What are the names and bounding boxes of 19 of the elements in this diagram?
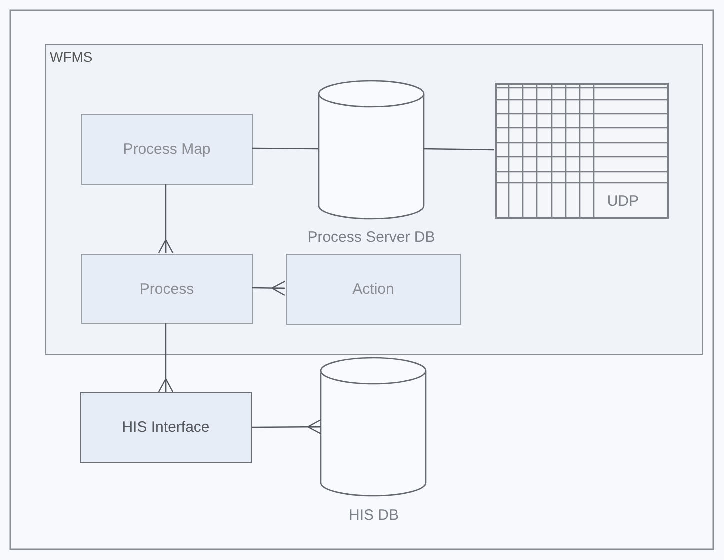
connector-line [423, 148, 494, 151]
box-label: Process [140, 280, 194, 298]
system-boundary [45, 44, 703, 355]
table-label: UDP [607, 193, 639, 210]
crows-foot-connector [158, 323, 174, 393]
box-label: Process Map [123, 141, 211, 158]
crows-foot-connector [158, 184, 174, 254]
box-label: HIS Interface [122, 419, 210, 436]
container-title: WFMS [50, 49, 93, 65]
entity-box [286, 254, 461, 325]
database-label: Process Server DB [306, 229, 436, 246]
box-label: Action [352, 281, 394, 298]
interface-box [80, 392, 252, 463]
crows-foot-connector [252, 419, 322, 435]
database-label: HIS DB [348, 507, 400, 524]
entity-box [81, 254, 253, 324]
entity-box [81, 114, 253, 185]
connector-line [252, 148, 318, 150]
crows-foot-connector [252, 280, 286, 296]
